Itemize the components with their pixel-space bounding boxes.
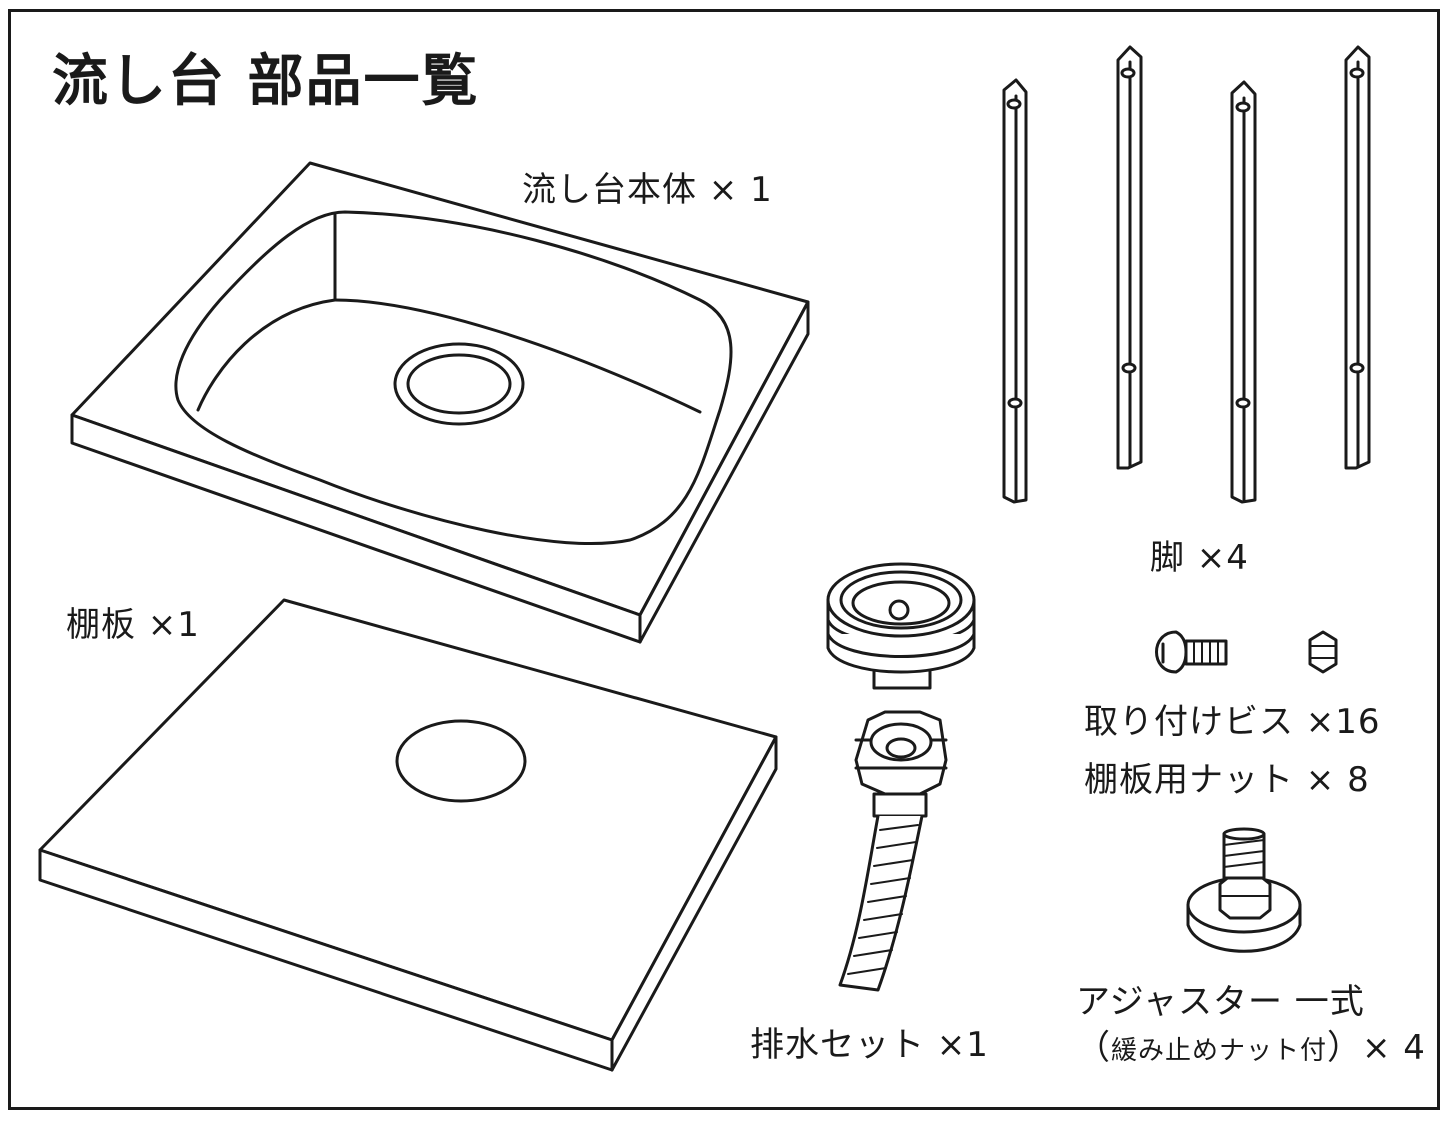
leg-2: [1116, 45, 1143, 470]
screw-drawing: [1155, 630, 1228, 674]
sink-body-drawing: [70, 161, 810, 644]
sink-body-label: 流し台本体 × 1: [522, 170, 773, 210]
leg-4: [1344, 45, 1371, 470]
leg-3: [1230, 80, 1257, 504]
legs-label: 脚 ×4: [1150, 538, 1249, 578]
adjuster-note-line: （緩み止めナット付）× 4: [1076, 1020, 1426, 1069]
adjuster-count: × 4: [1362, 1028, 1426, 1068]
shelf-board-drawing: [38, 598, 778, 1072]
page-title: 流し台 部品一覧: [52, 49, 480, 114]
shelf-board-label: 棚板 ×1: [66, 605, 200, 645]
adjuster-label: アジャスター 一式: [1076, 982, 1365, 1022]
nut-drawing: [1308, 630, 1338, 674]
adjuster-note: 緩み止めナット付: [1111, 1036, 1328, 1066]
adjuster-note-open: （: [1076, 1028, 1111, 1068]
drain-set-drawing: [826, 562, 976, 992]
adjuster-note-close: ）: [1327, 1028, 1363, 1068]
diagram-border: [8, 9, 1440, 1110]
legs-drawing: [1002, 45, 1371, 504]
mounting-screws-label: 取り付けビス ×16: [1084, 702, 1381, 742]
drain-set-label: 排水セット ×1: [750, 1025, 989, 1065]
shelf-nuts-label: 棚板用ナット × 8: [1084, 760, 1370, 800]
adjuster-drawing: [1186, 827, 1302, 953]
leg-1: [1002, 78, 1028, 504]
